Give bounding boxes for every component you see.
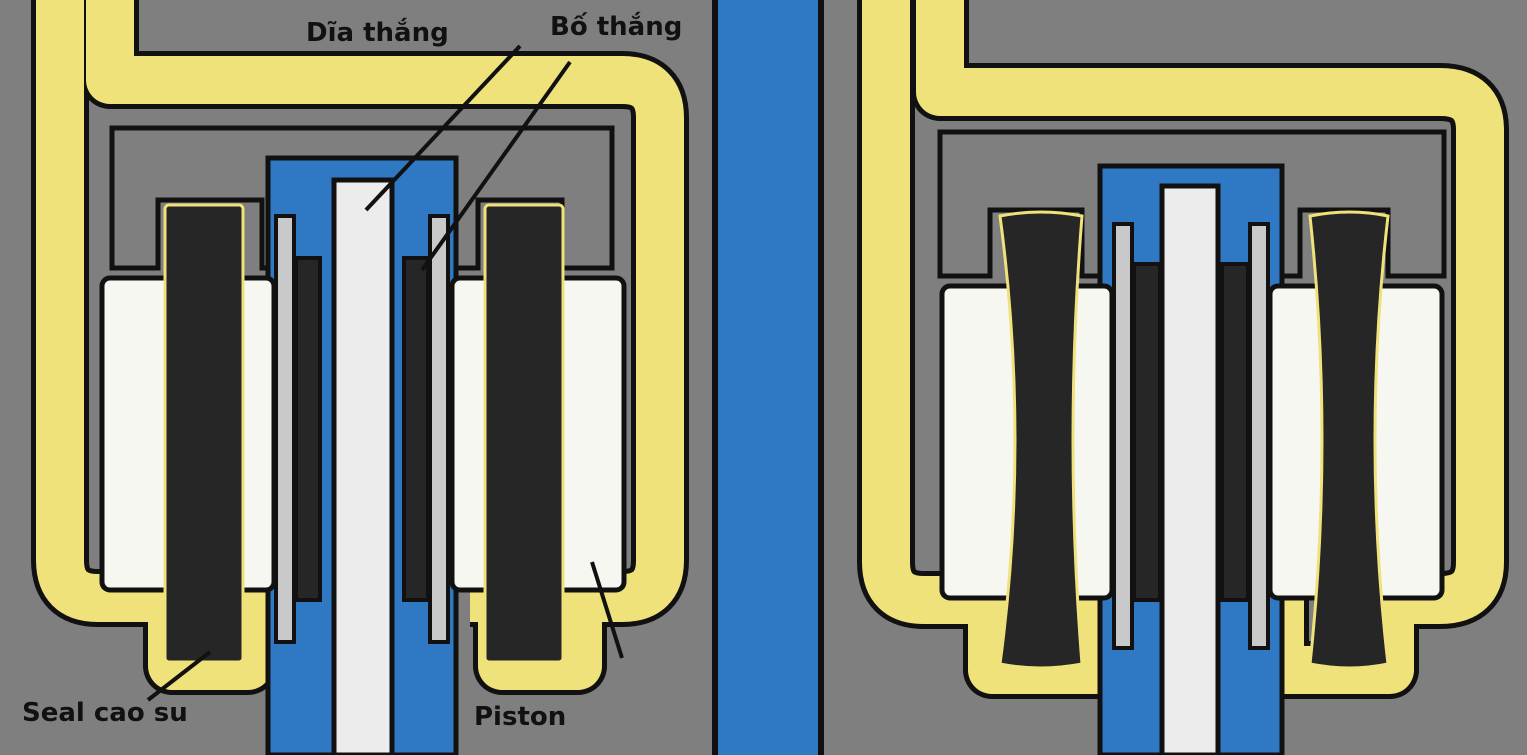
piston-label: Piston [474, 702, 567, 732]
piston-leader-line [590, 561, 624, 659]
seal-left [163, 203, 245, 664]
seal-right [483, 203, 565, 664]
brake-pad-left [294, 256, 322, 602]
fluid-line-2 [862, 0, 1504, 694]
seal-left-2 [998, 210, 1084, 670]
brake-disc-2 [1159, 183, 1221, 755]
disc-label: Dĩa thắng [306, 18, 449, 48]
seal-right-2 [1308, 210, 1390, 670]
center-shaft [718, 0, 818, 755]
seal-leader-line [146, 650, 212, 702]
disc-leader-line [364, 44, 522, 212]
left-caliper [31, 0, 689, 755]
pad-label: Bố thắng [550, 12, 683, 42]
brake-disc [331, 177, 395, 755]
brake-pad-right [402, 256, 430, 602]
pad-backing-left [274, 214, 296, 644]
pad-backing-right [428, 214, 450, 644]
brake-pad-left-2 [1132, 262, 1162, 602]
right-caliper [857, 0, 1509, 755]
brake-pad-right-2 [1220, 262, 1250, 602]
fluid-line [36, 0, 684, 690]
pad-backing-left-2 [1112, 222, 1134, 650]
seal-label: Seal cao su [22, 698, 188, 728]
pad-leader-line [420, 60, 572, 272]
pad-backing-right-2 [1248, 222, 1270, 650]
